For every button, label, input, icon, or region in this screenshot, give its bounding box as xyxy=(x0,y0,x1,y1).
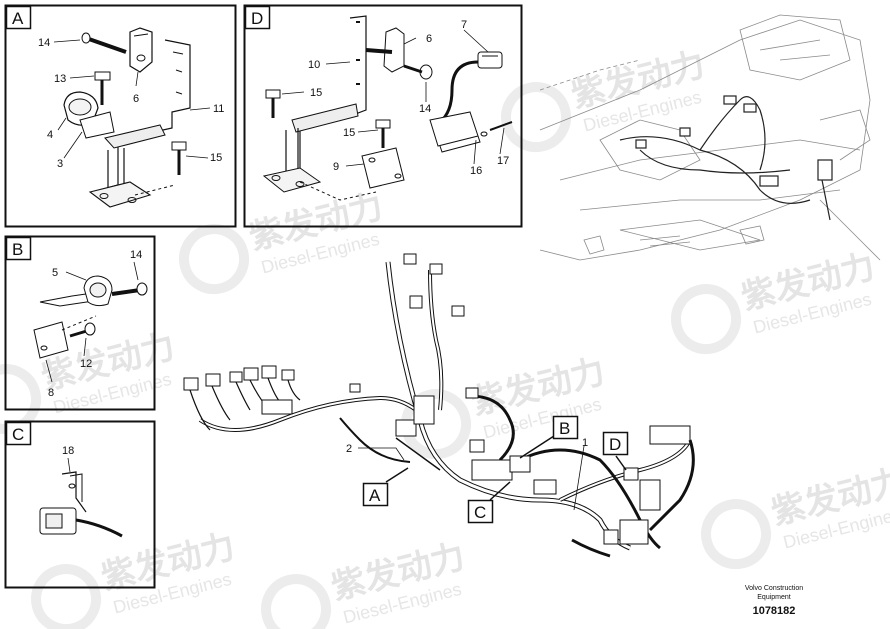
callout-main-1: 1 xyxy=(582,437,588,449)
detail-marker-d[interactable]: D xyxy=(602,431,629,471)
panel-a-letter: A xyxy=(12,9,24,28)
marker-a-letter: A xyxy=(369,486,381,505)
callout-b-14: 14 xyxy=(130,249,142,261)
footer-doc-number: 1078182 xyxy=(752,605,796,617)
detail-panel-d: D 10 6 xyxy=(243,4,523,228)
marker-b-letter: B xyxy=(559,419,570,438)
callout-d-6: 6 xyxy=(426,33,432,45)
panel-c-tag xyxy=(5,421,32,446)
panel-c-letter: C xyxy=(12,425,24,444)
callout-a-4: 4 xyxy=(47,129,53,141)
footer-company-line2: Equipment xyxy=(757,594,791,601)
main-callouts: 2 1 xyxy=(346,437,588,511)
panel-d-tag xyxy=(244,5,271,30)
panel-d-letter: D xyxy=(251,9,263,28)
callout-a-6: 6 xyxy=(133,93,139,105)
callout-d-16: 16 xyxy=(470,165,482,177)
document-footer: Volvo Construction Equipment 1078182 xyxy=(714,584,834,617)
callout-d-15-upper: 15 xyxy=(310,87,322,99)
detail-panel-b: B 5 14 12 8 xyxy=(4,235,156,411)
detail-panel-a: A 14 13 4 3 6 11 15 xyxy=(4,4,237,228)
callout-a-13: 13 xyxy=(54,73,66,85)
detail-marker-c[interactable]: C xyxy=(467,481,511,524)
callout-b-8: 8 xyxy=(48,387,54,399)
callout-d-17: 17 xyxy=(497,155,509,167)
detail-marker-a[interactable]: A xyxy=(362,467,409,507)
panel-a-tag xyxy=(5,5,32,30)
callout-b-5: 5 xyxy=(52,267,58,279)
cab-harness xyxy=(619,95,833,221)
callout-a-15: 15 xyxy=(210,152,222,164)
callout-d-10: 10 xyxy=(308,59,320,71)
panel-b-tag xyxy=(5,236,32,261)
panel-b-letter: B xyxy=(12,240,23,259)
callout-d-7: 7 xyxy=(461,19,467,31)
callout-a-3: 3 xyxy=(57,158,63,170)
callout-d-14: 14 xyxy=(419,103,431,115)
main-harness xyxy=(183,253,695,558)
detail-panel-c: C 18 xyxy=(4,420,156,589)
callout-d-15-lower: 15 xyxy=(343,127,355,139)
marker-c-letter: C xyxy=(474,503,486,522)
callout-c-18: 18 xyxy=(62,445,74,457)
callout-b-12: 12 xyxy=(80,358,92,370)
marker-d-letter: D xyxy=(609,435,621,454)
callout-d-9: 9 xyxy=(333,161,339,173)
callout-main-2: 2 xyxy=(346,443,352,455)
callout-a-11: 11 xyxy=(213,103,224,115)
detail-marker-b[interactable]: B xyxy=(519,415,579,459)
callout-a-14: 14 xyxy=(38,37,50,49)
machine-cab-outline xyxy=(539,14,881,261)
footer-company-line1: Volvo Construction xyxy=(744,585,804,592)
